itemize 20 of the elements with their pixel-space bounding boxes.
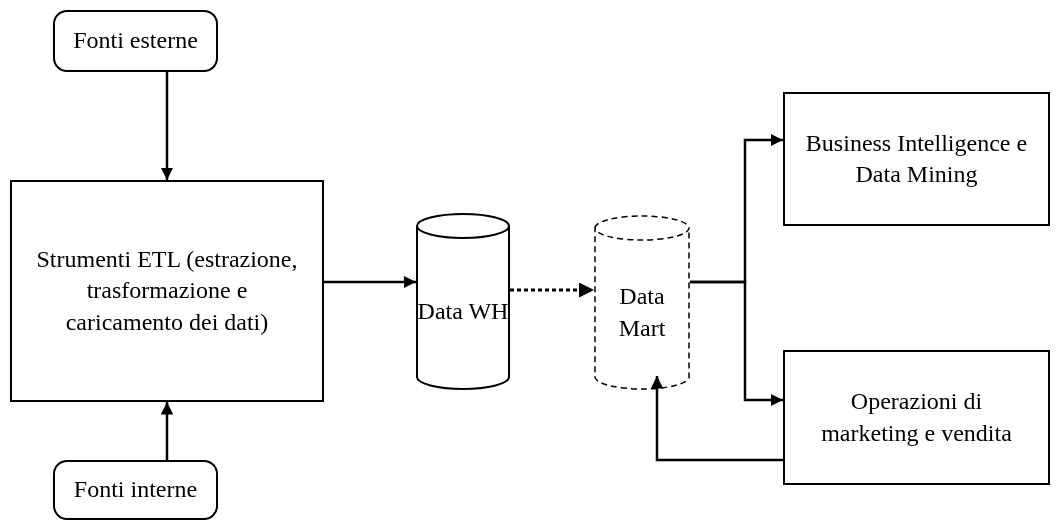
arrow bbox=[650, 376, 783, 462]
database-cylinder bbox=[416, 213, 510, 390]
source-box bbox=[53, 10, 218, 72]
source-box bbox=[53, 460, 218, 520]
arrow bbox=[160, 72, 174, 180]
process-box bbox=[783, 350, 1050, 485]
node-label: Fonti interne bbox=[73, 475, 198, 505]
node-label: Fonti esterne bbox=[73, 26, 198, 56]
node-label: Business Intelligence e Data Mining bbox=[804, 128, 1029, 189]
arrow bbox=[324, 275, 416, 289]
arrow bbox=[690, 280, 783, 407]
node-label: Data WH bbox=[417, 296, 509, 326]
process-box bbox=[783, 92, 1050, 226]
node-label: Strumenti ETL (estrazione, trasformazione e caricamento dei dati) bbox=[35, 245, 299, 337]
node-label: Data Mart bbox=[617, 282, 667, 343]
arrow bbox=[510, 282, 594, 298]
database-cylinder bbox=[594, 215, 690, 390]
process-box bbox=[10, 180, 324, 402]
node-label: Operazioni di marketing e vendita bbox=[820, 387, 1013, 448]
arrow bbox=[160, 402, 174, 460]
